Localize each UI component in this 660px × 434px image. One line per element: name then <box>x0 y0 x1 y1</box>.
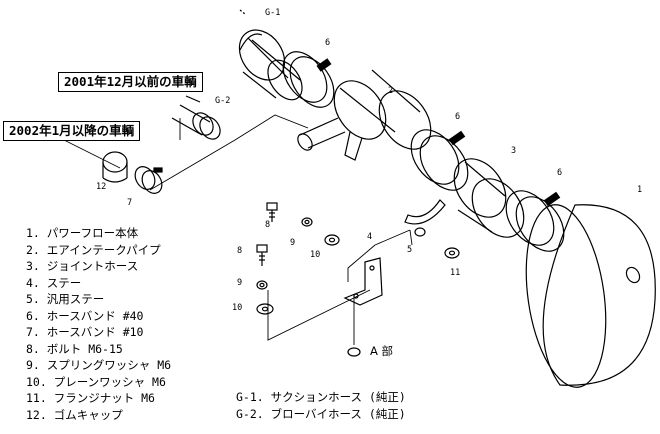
callout-4: 4 <box>367 232 373 242</box>
section-a-marker <box>347 347 361 357</box>
callout-10-upper: 10 <box>310 250 321 260</box>
new-model-label: 2002年1月以降の車輌 <box>3 121 141 141</box>
callout-11: 11 <box>450 268 461 278</box>
callout-8-lower: 8 <box>237 246 243 256</box>
leader-lines <box>59 74 413 345</box>
spring-washer-9-upper <box>301 217 313 227</box>
plain-washer-10-upper <box>324 234 340 246</box>
callout-g2: G-2 <box>215 96 231 106</box>
callout-6-lower: 6 <box>557 168 563 178</box>
spring-washer-9-lower <box>256 280 268 290</box>
callout-9-upper: 9 <box>290 238 296 248</box>
callout-1: 1 <box>637 185 643 195</box>
parts-legend-item: 8. ボルト M6-15 <box>26 341 123 356</box>
bolt-8-lower <box>256 244 268 266</box>
parts-legend-item: 11. フランジナット M6 <box>26 391 155 405</box>
callout-8-upper: 8 <box>265 220 271 230</box>
callout-6-upper: 6 <box>325 38 331 48</box>
universal-stay-5 <box>404 199 446 237</box>
callout-12: 12 <box>96 182 107 192</box>
intake-pipe-2 <box>297 69 432 161</box>
callout-2: 2 <box>388 86 394 96</box>
hose-band-6-middle <box>410 129 469 191</box>
genuine-parts-legend-item: G-2. ブローバイホース (純正) <box>236 406 406 421</box>
bolt-8-upper <box>266 202 278 222</box>
parts-legend-item: 5. 汎用ステー <box>26 292 105 306</box>
flange-nut-11 <box>444 247 460 259</box>
hose-band-6-lower <box>505 190 565 252</box>
callout-6-middle: 6 <box>455 112 461 122</box>
genuine-parts-legend: G-1. サクションホース (純正) G-2. ブローバイホース (純正) <box>236 389 406 422</box>
callout-9-lower: 9 <box>237 278 243 288</box>
callout-7: 7 <box>127 198 133 208</box>
parts-legend: 1. パワーフロー本体 2. エアインテークパイプ 3. ジョイントホース 4. ステ… <box>26 225 171 423</box>
joint-hose-3 <box>453 158 525 238</box>
parts-legend-item: 9. スプリングワッシャ M6 <box>26 358 172 372</box>
parts-legend-item: 1. パワーフロー本体 <box>26 226 139 240</box>
callout-3: 3 <box>511 146 517 156</box>
old-model-label: 2001年12月以前の車輌 <box>58 72 203 92</box>
blowby-hose-g2 <box>171 95 221 140</box>
callout-g1: G-1 <box>265 8 281 18</box>
hose-band-7 <box>134 166 163 194</box>
parts-legend-item: 4. ステー <box>26 275 82 290</box>
hose-band-6-upper <box>282 51 335 108</box>
callout-10-lower: 10 <box>232 303 243 313</box>
suction-hose-g1 <box>238 9 303 101</box>
callout-5: 5 <box>407 245 413 255</box>
parts-legend-item: 10. プレーンワッシャ M6 <box>26 374 166 389</box>
genuine-parts-legend-item: G-1. サクションホース (純正) <box>236 390 406 404</box>
rubber-cap-12 <box>102 151 128 183</box>
parts-legend-item: 6. ホースバンド #40 <box>26 308 144 323</box>
stay-4 <box>343 257 383 306</box>
parts-legend-item: 7. ホースバンド #10 <box>26 325 144 339</box>
plain-washer-10-lower <box>256 303 274 315</box>
parts-legend-item: 12. ゴムキャップ <box>26 407 123 422</box>
parts-legend-item: 3. ジョイントホース <box>26 259 139 273</box>
parts-legend-item: 2. エアインテークパイプ <box>26 242 161 257</box>
section-a-label: A 部 <box>370 344 394 358</box>
power-flow-body-1 <box>525 204 656 388</box>
